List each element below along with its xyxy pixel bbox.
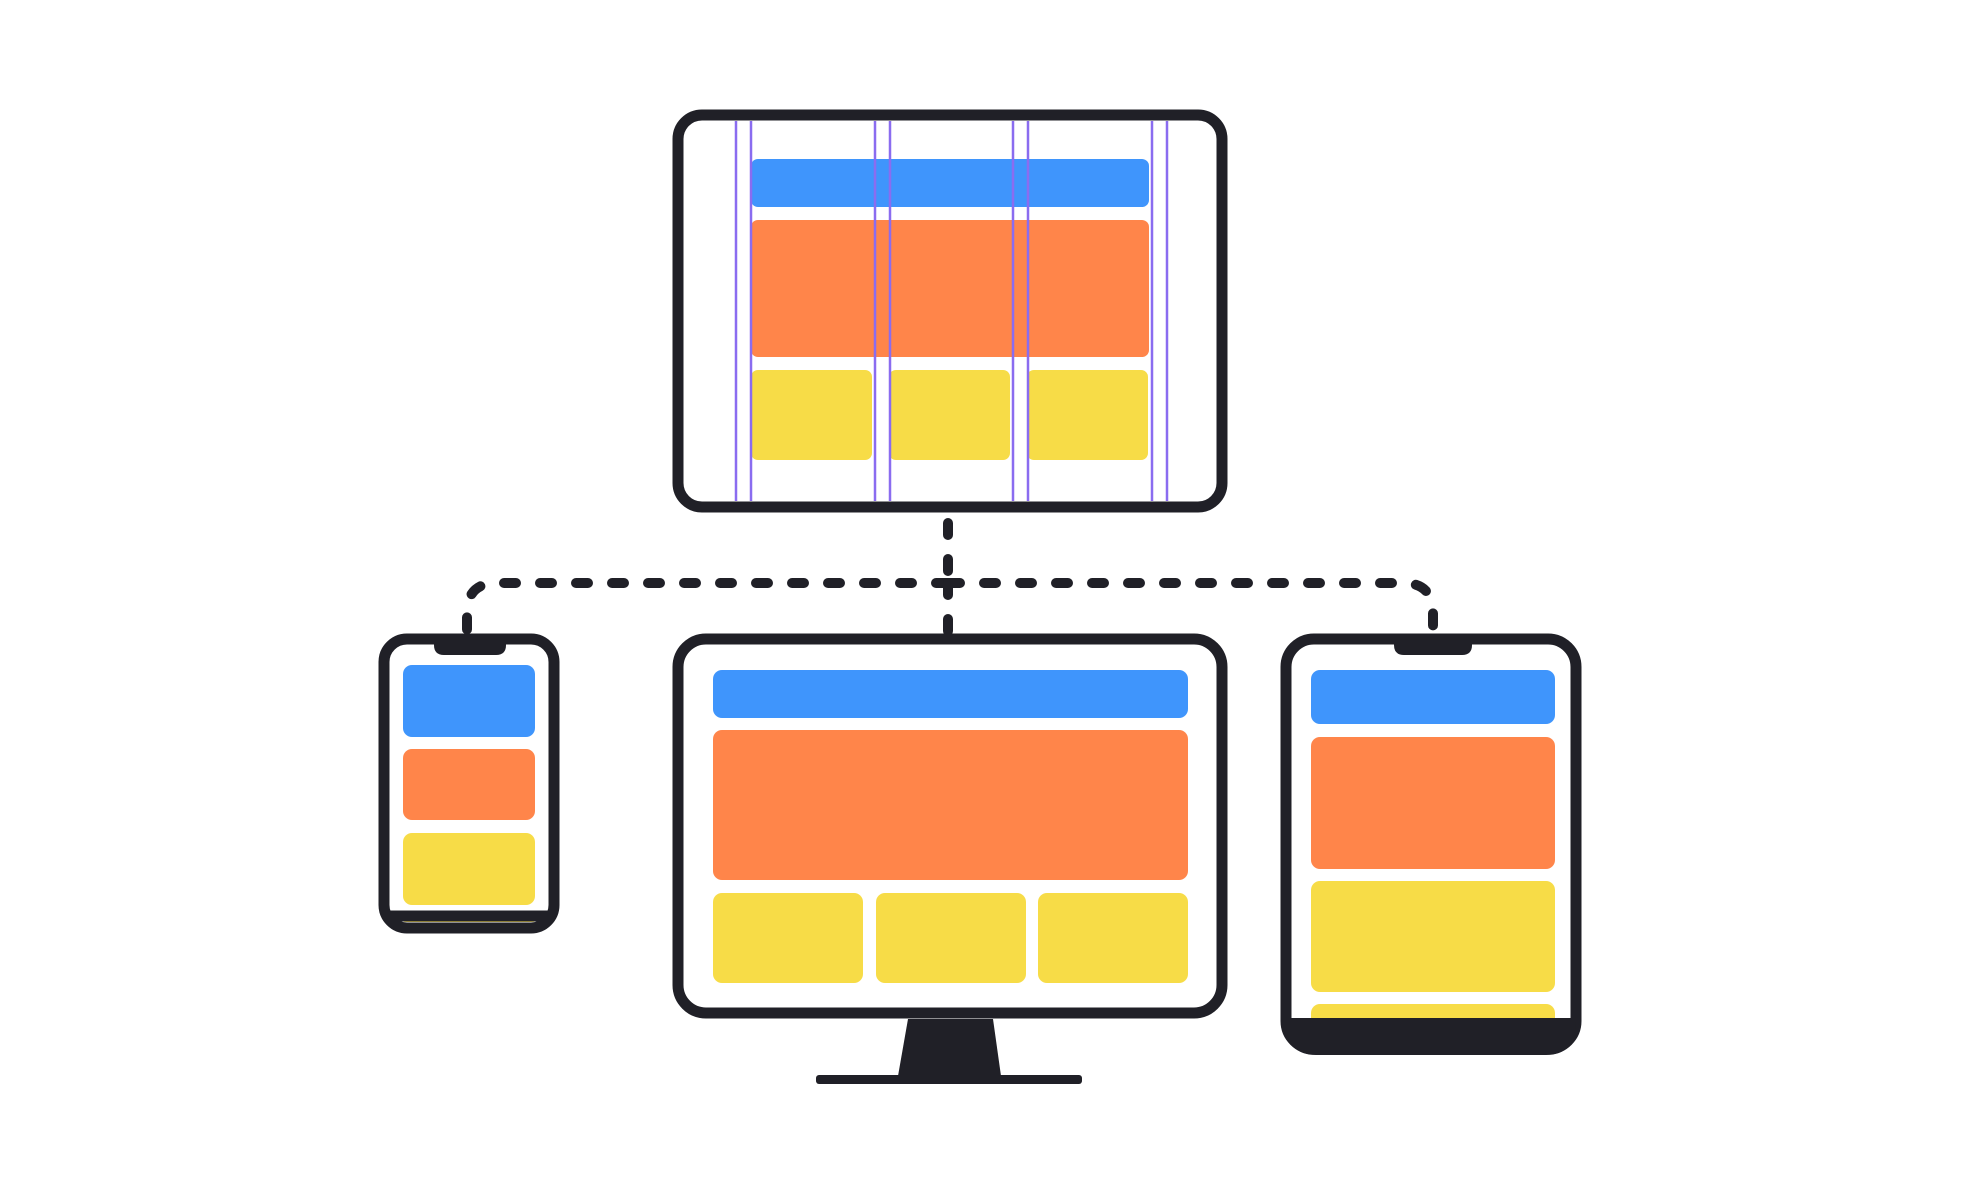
header-block [403, 665, 535, 737]
header-block [751, 159, 1149, 207]
card-block [713, 893, 863, 983]
card-block [876, 893, 1026, 983]
card-block [403, 833, 535, 905]
connector-to-phone [462, 578, 953, 637]
mobile-phone [378, 633, 560, 934]
tablet-bottom-bezel [1286, 1018, 1576, 1055]
monitor-stand-base [816, 1075, 1082, 1084]
desktop-monitor [672, 633, 1228, 1084]
connector-to-tablet [943, 578, 1438, 637]
card-block [1027, 370, 1148, 460]
card-block [1038, 893, 1188, 983]
phone-notch [434, 636, 506, 655]
hero-block [713, 730, 1188, 880]
header-block [713, 670, 1188, 718]
card-block [1311, 881, 1555, 992]
hero-block [1311, 737, 1555, 869]
hero-block [403, 749, 535, 820]
monitor-stand-neck [898, 1019, 1001, 1076]
card-block [1311, 1004, 1555, 1019]
tablet-notch [1394, 636, 1472, 655]
grid-layout-wireframe [672, 109, 1228, 513]
tablet [1280, 633, 1582, 1055]
grid-column-guides [734, 121, 1169, 501]
dashed-connectors [462, 518, 1438, 637]
hero-block [751, 220, 1149, 357]
card-block [889, 370, 1010, 460]
card-block [751, 370, 872, 460]
header-block [1311, 670, 1555, 724]
